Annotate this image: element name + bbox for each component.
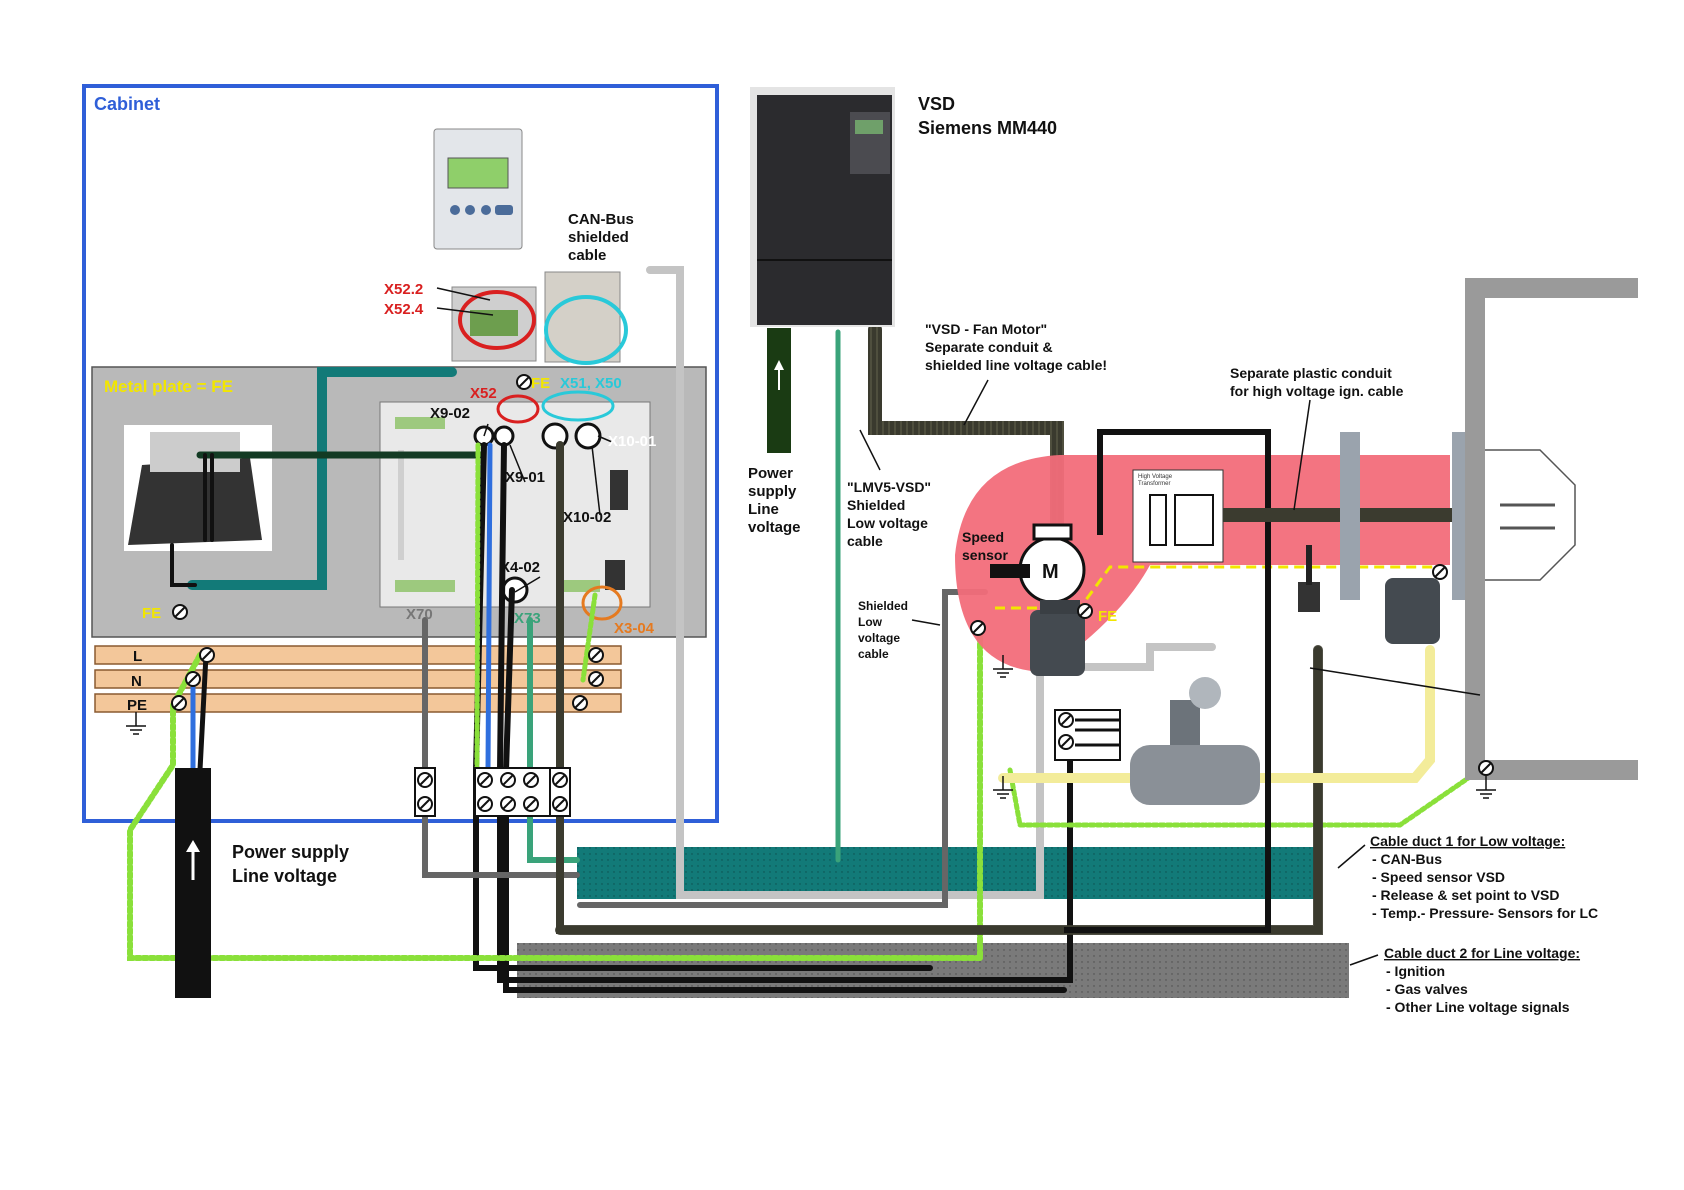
can-highlight xyxy=(544,295,628,365)
transformer-label-2: Transformer xyxy=(1138,481,1170,487)
lmv5-vsd-4: cable xyxy=(847,533,883,549)
label-x51-x50: X51, X50 xyxy=(560,375,622,392)
label-fe-motor: FE xyxy=(1098,608,1117,625)
shielded-low-4: cable xyxy=(858,647,889,661)
power-supply-left-2: Line voltage xyxy=(232,866,337,886)
can-bus-label-1: CAN-Bus xyxy=(568,211,634,228)
ignition-electrode xyxy=(1298,545,1320,612)
label-fe-top: FE xyxy=(531,375,550,392)
vsd-fan-2: Separate conduit & xyxy=(925,339,1053,355)
shielded-low-1: Shielded xyxy=(858,599,908,613)
interface-unit xyxy=(124,425,272,551)
x51-x50-indicator xyxy=(541,390,615,422)
label-x52-2: X52.2 xyxy=(384,281,423,298)
duct2-item-3: - Other Line voltage signals xyxy=(1386,999,1570,1015)
terminal-strip xyxy=(414,767,571,817)
busbar-l xyxy=(94,645,622,665)
plastic-conduit-2: for high voltage ign. cable xyxy=(1230,383,1404,399)
lmv5-vsd-2: Shielded xyxy=(847,497,905,513)
duct1-item-4: - Temp.- Pressure- Sensors for LC xyxy=(1372,905,1598,921)
duct2-item-1: - Ignition xyxy=(1386,963,1445,979)
vsd-device xyxy=(750,87,895,327)
busbar-label-pe: PE xyxy=(127,697,147,714)
actuator-1 xyxy=(1030,600,1085,676)
can-bus-label-2: shielded xyxy=(568,229,629,246)
label-x70: X70 xyxy=(406,606,433,623)
vsd-title-1: VSD xyxy=(918,94,955,114)
busbar-n xyxy=(94,669,622,689)
label-fe-left: FE xyxy=(142,605,161,622)
power-supply-vsd-4: voltage xyxy=(748,519,801,536)
vsd-fan-3: shielded line voltage cable! xyxy=(925,357,1107,373)
label-x9-01: X9-01 xyxy=(505,469,545,486)
duct2-title: Cable duct 2 for Line voltage: xyxy=(1384,945,1580,961)
label-x52: X52 xyxy=(470,385,497,402)
can-module xyxy=(544,271,621,363)
duct2-item-2: - Gas valves xyxy=(1386,981,1468,997)
x52-highlight xyxy=(458,290,536,350)
speed-sensor-2: sensor xyxy=(962,547,1008,563)
plastic-conduit-1: Separate plastic conduit xyxy=(1230,365,1392,381)
x52-indicator xyxy=(496,394,540,424)
duct1-title: Cable duct 1 for Low voltage: xyxy=(1370,833,1565,849)
power-supply-left-1: Power supply xyxy=(232,842,349,862)
label-x9-02: X9-02 xyxy=(430,405,470,422)
can-cable-teal xyxy=(187,367,457,590)
display-unit xyxy=(433,128,523,250)
label-x73: X73 xyxy=(514,610,541,627)
duct1-item-2: - Speed sensor VSD xyxy=(1372,869,1505,885)
transformer-label-1: High Voltage xyxy=(1138,474,1173,480)
shielded-low-2: Low xyxy=(858,615,883,629)
can-bus-label-3: cable xyxy=(568,247,606,264)
label-x10-01: X10-01 xyxy=(608,433,656,450)
label-x3-04: X3-04 xyxy=(614,620,655,637)
lmv5-vsd-3: Low voltage xyxy=(847,515,928,531)
power-supply-vsd-3: Line xyxy=(748,501,779,518)
controller-lmv5 xyxy=(379,401,651,608)
power-supply-vsd-2: supply xyxy=(748,483,797,500)
label-x52-4: X52.4 xyxy=(384,301,424,318)
gas-valve xyxy=(1054,677,1260,805)
busbar-label-n: N xyxy=(131,673,142,690)
label-x10-02: X10-02 xyxy=(563,509,611,526)
power-cable-vsd xyxy=(767,328,791,453)
busbar-label-l: L xyxy=(133,648,142,665)
vsd-title-2: Siemens MM440 xyxy=(918,118,1057,138)
actuator-2 xyxy=(1385,578,1440,644)
speed-sensor-1: Speed xyxy=(962,529,1004,545)
vsd-fan-1: "VSD - Fan Motor" xyxy=(925,321,1047,337)
duct1-item-3: - Release & set point to VSD xyxy=(1372,887,1559,903)
speed-sensor xyxy=(990,564,1030,578)
cabinet-title: Cabinet xyxy=(94,94,160,114)
cabinet-border xyxy=(82,84,719,823)
label-x4-02: X4-02 xyxy=(500,559,540,576)
x3-04-indicator xyxy=(581,585,623,621)
ignition-transformer xyxy=(1132,469,1224,563)
lmv5-vsd-1: "LMV5-VSD" xyxy=(847,479,931,495)
power-cable-left xyxy=(175,768,211,998)
power-supply-vsd-1: Power xyxy=(748,465,793,482)
motor-label: M xyxy=(1042,561,1059,583)
duct1-item-1: - CAN-Bus xyxy=(1372,851,1442,867)
shielded-low-3: voltage xyxy=(858,631,900,645)
metal-plate-label: Metal plate = FE xyxy=(104,377,233,396)
